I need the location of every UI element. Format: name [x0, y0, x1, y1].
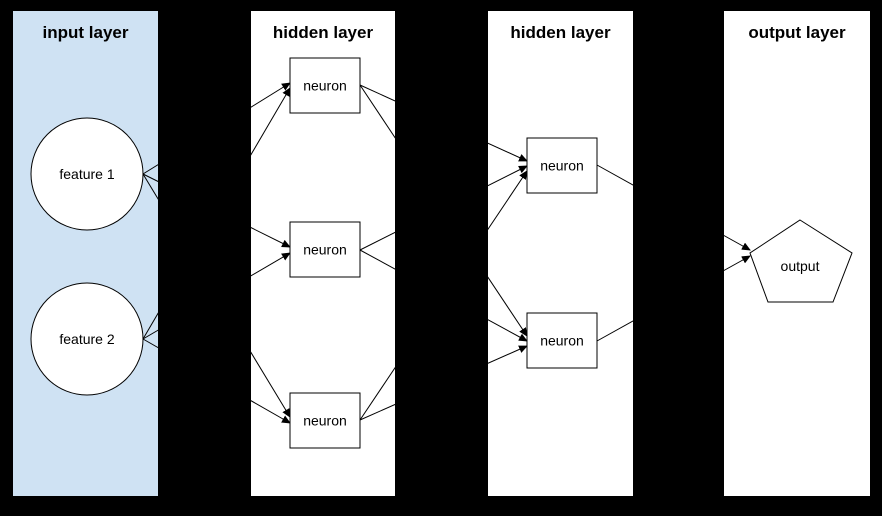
edge-h1-neuron-3-to-h2-neuron-1: [359, 170, 528, 421]
node-h2-neuron-1: [526, 137, 598, 194]
node-h2-neuron-2: [526, 312, 598, 369]
edge-feature-2-to-h1-neuron-1: [142, 87, 291, 340]
node-feature-2: [30, 282, 144, 396]
node-label-h1-neuron-1: neuron: [303, 78, 347, 94]
node-label-h2-neuron-2: neuron: [540, 333, 584, 349]
node-h1-neuron-3: [289, 392, 361, 449]
edge-feature-1-to-h1-neuron-2: [142, 173, 291, 248]
panel-title-hidden2: hidden layer: [510, 23, 611, 42]
panel-title-input: input layer: [43, 23, 129, 42]
node-label-h2-neuron-1: neuron: [540, 158, 584, 174]
edge-h1-neuron-1-to-h2-neuron-1: [359, 84, 528, 162]
node-h1-neuron-1: [289, 57, 361, 114]
edge-h1-neuron-2-to-h2-neuron-1: [359, 165, 528, 251]
node-label-h1-neuron-2: neuron: [303, 242, 347, 258]
edge-h1-neuron-1-to-h2-neuron-2: [359, 84, 528, 337]
node-label-feature-2: feature 2: [59, 331, 114, 347]
panel-hidden2: [488, 11, 633, 496]
node-output: [749, 219, 853, 303]
node-h1-neuron-2: [289, 221, 361, 278]
edge-feature-2-to-h1-neuron-3: [142, 338, 291, 424]
node-label-h1-neuron-3: neuron: [303, 413, 347, 429]
edge-h2-neuron-2-to-output: [596, 255, 751, 342]
edge-feature-1-to-h1-neuron-1: [142, 82, 291, 175]
node-label-feature-1: feature 1: [59, 166, 114, 182]
panel-input: [13, 11, 158, 496]
edge-h1-neuron-3-to-h2-neuron-2: [359, 345, 528, 421]
node-feature-1: [30, 117, 144, 231]
edge-feature-2-to-h1-neuron-2: [142, 252, 291, 340]
panel-title-hidden1: hidden layer: [273, 23, 374, 42]
node-label-output: output: [781, 258, 820, 274]
panel-title-output: output layer: [748, 23, 846, 42]
edge-h2-neuron-1-to-output: [596, 164, 751, 251]
